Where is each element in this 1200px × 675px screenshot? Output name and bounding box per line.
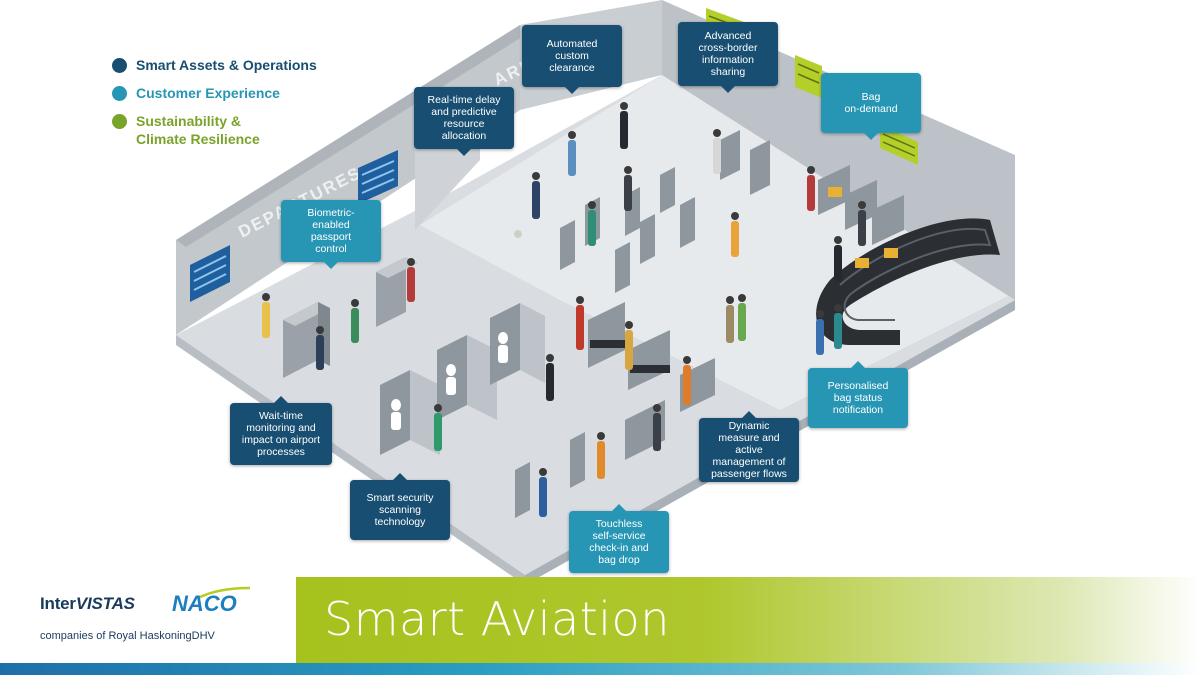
company-tagline: companies of Royal HaskoningDHV (40, 630, 215, 642)
flight-screen-left (190, 245, 230, 302)
intervistas-logo: InterVISTAS (40, 594, 135, 614)
legend: Smart Assets & Operations Customer Exper… (112, 56, 352, 158)
legend-item-customer-experience: Customer Experience (112, 84, 352, 102)
footer-logo-area (0, 577, 296, 663)
floor-marker (514, 230, 522, 238)
legend-item-smart-assets: Smart Assets & Operations (112, 56, 352, 74)
callout-text: Dynamic measure and active management of… (711, 420, 787, 480)
callout-text: Smart security scanning technology (366, 492, 434, 528)
legend-label: Customer Experience (136, 85, 280, 101)
passport-booth-1 (283, 302, 330, 378)
brand-part2: VISTAS (75, 594, 135, 613)
callout-text: Automated custom clearance (546, 38, 598, 74)
floor-light-zone (420, 75, 1010, 410)
legend-dot-icon (112, 58, 127, 73)
legend-dot-icon (112, 86, 127, 101)
flight-screen-right-3 (880, 125, 918, 165)
callout-text: Bag on-demand (844, 91, 898, 115)
naco-logo: NACO (172, 591, 237, 616)
flight-screen-center (358, 150, 398, 204)
title-banner (296, 577, 1200, 663)
security-scanner-2 (437, 335, 497, 420)
security-belts (588, 302, 670, 390)
legend-dot-icon (112, 114, 127, 129)
callout-text: Touchless self-service check-in and bag … (589, 518, 649, 566)
bottom-accent-bar (0, 663, 1200, 675)
legend-label: Smart Assets & Operations (136, 57, 317, 73)
legend-item-sustainability: Sustainability & Climate Resilience (112, 112, 352, 148)
customs-kiosks (720, 130, 770, 195)
departures-wall-top (176, 25, 530, 247)
callout-text: Personalised bag status notification (827, 380, 889, 416)
callout-dynamic-measure: Dynamic measure and active management of… (699, 411, 799, 482)
callout-wait-time: Wait-time monitoring and impact on airpo… (230, 396, 332, 465)
callout-text: Wait-time monitoring and impact on airpo… (241, 410, 321, 458)
callout-real-time-delay: Real-time delay and predictive resource … (414, 87, 514, 156)
brand-part1: Inter (40, 594, 76, 613)
callout-cross-border: Advanced cross-border information sharin… (678, 22, 778, 93)
slide-title: Smart Aviation (324, 592, 670, 646)
callout-text: Biometric- enabled passport control (307, 207, 355, 255)
security-scanner-1 (380, 370, 440, 455)
callout-automated-custom-clearance: Automated custom clearance (522, 25, 622, 94)
passengers (262, 102, 866, 517)
callout-bag-on-demand: Bag on-demand (821, 73, 921, 140)
flight-screen-right-2 (795, 55, 822, 98)
legend-label: Sustainability & Climate Resilience (136, 113, 260, 147)
naco-swoosh-icon (197, 586, 251, 600)
callout-touchless: Touchless self-service check-in and bag … (569, 504, 669, 573)
security-scanner-3 (490, 303, 545, 385)
callout-text: Advanced cross-border information sharin… (698, 30, 758, 78)
callout-text: Real-time delay and predictive resource … (427, 94, 501, 142)
baggage-carousel (816, 187, 1000, 345)
callout-biometric: Biometric- enabled passport control (281, 200, 381, 269)
callout-smart-security: Smart security scanning technology (350, 473, 450, 540)
callout-bag-status: Personalised bag status notification (808, 361, 908, 428)
